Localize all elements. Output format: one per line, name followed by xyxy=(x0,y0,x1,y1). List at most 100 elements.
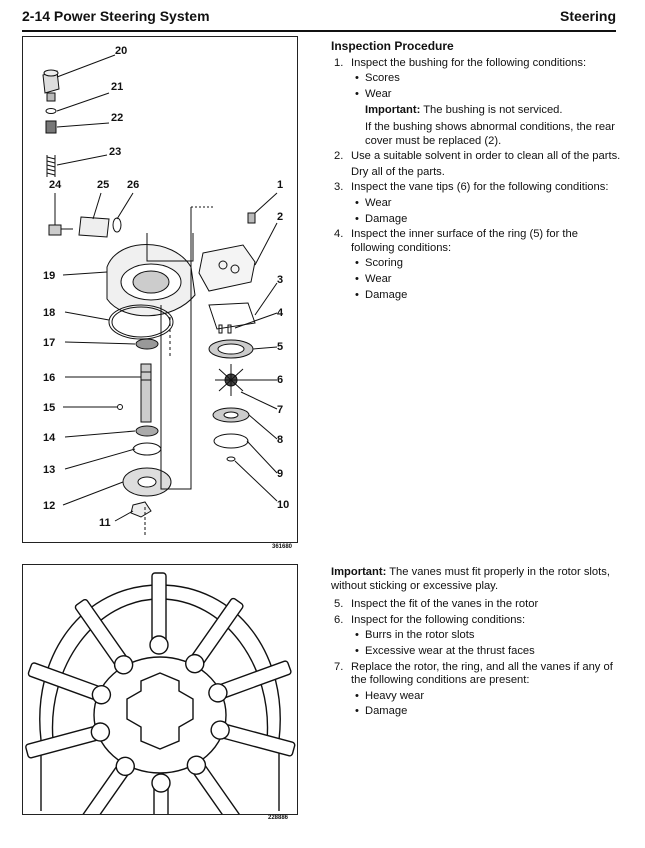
condition-item: •Scoring xyxy=(355,257,403,270)
svg-text:17: 17 xyxy=(43,337,55,349)
callout-label: 19 xyxy=(43,270,55,282)
exploded-view-figure: 20 21 22 23 24 25 26 1 2 19 3 18 4 17 5 … xyxy=(22,36,298,543)
svg-text:11: 11 xyxy=(99,517,111,529)
svg-text:16: 16 xyxy=(43,372,55,384)
svg-text:13: 13 xyxy=(43,464,55,476)
note-text: If the bushing shows abnormal conditions… xyxy=(365,120,615,147)
svg-text:15: 15 xyxy=(43,402,55,414)
step-number: 7. xyxy=(334,660,344,673)
step-number: 3. xyxy=(334,181,344,194)
callout-label: 16 xyxy=(43,372,55,384)
important-text: The bushing is not serviced. xyxy=(420,104,563,117)
important-label: Important: xyxy=(365,104,421,117)
svg-text:7: 7 xyxy=(277,404,283,416)
step-4: 4. Inspect the inner surface of the ring… xyxy=(331,228,621,255)
step-5: 5. Inspect the fit of the vanes in the r… xyxy=(331,598,621,612)
svg-text:12: 12 xyxy=(43,500,55,512)
callout-label: 25 xyxy=(97,179,109,191)
condition-item: •Excessive wear at the thrust faces xyxy=(355,644,535,657)
callout-label: 10 xyxy=(277,499,289,511)
bullet: • xyxy=(355,257,359,270)
bullet: • xyxy=(355,288,359,301)
callout-label: 24 xyxy=(49,179,62,191)
page-header: 2-14 Power Steering System Steering xyxy=(22,8,616,32)
procedure-heading: Inspection Procedure xyxy=(331,39,454,53)
bullet: • xyxy=(355,72,359,85)
step-text: Replace the rotor, the ring, and all the… xyxy=(351,660,613,687)
svg-text:23: 23 xyxy=(109,146,121,158)
important-text: The vanes must fit properly in the rotor… xyxy=(331,566,610,592)
callout-label: 3 xyxy=(277,274,283,286)
bullet: • xyxy=(355,644,359,657)
bullet: • xyxy=(355,196,359,209)
step-text: Inspect the fit of the vanes in the roto… xyxy=(351,598,539,611)
svg-text:5: 5 xyxy=(277,341,283,353)
svg-text:10: 10 xyxy=(277,499,289,511)
svg-text:4: 4 xyxy=(277,307,284,319)
condition-item: •Wear xyxy=(355,272,392,285)
callout-label: 2 xyxy=(277,211,283,223)
step-text: Inspect for the following conditions: xyxy=(351,613,526,626)
inspection-procedure: Inspection Procedure 1. Inspect the bush… xyxy=(331,39,621,302)
svg-text:20: 20 xyxy=(115,45,127,57)
important-label: Important: xyxy=(331,566,387,578)
bullet: • xyxy=(355,272,359,285)
step-number: 6. xyxy=(334,613,344,626)
bullet: • xyxy=(355,212,359,225)
svg-text:8: 8 xyxy=(277,434,283,446)
important-note: Important: The bushing is not serviced. xyxy=(331,104,621,118)
svg-text:26: 26 xyxy=(127,179,139,191)
condition-item: •Heavy wear xyxy=(355,689,425,702)
condition-item: •Scores xyxy=(355,72,400,85)
svg-text:6: 6 xyxy=(277,374,283,386)
note-text: Dry all of the parts. xyxy=(351,165,445,178)
condition-item: •Damage xyxy=(355,212,408,225)
bullet: • xyxy=(355,87,359,100)
svg-text:19: 19 xyxy=(43,270,55,282)
step-number: 1. xyxy=(334,56,344,69)
condition-item: •Damage xyxy=(355,705,408,718)
svg-text:2: 2 xyxy=(277,211,283,223)
figure-id: 361680 xyxy=(272,544,293,550)
callout-label: 9 xyxy=(277,468,283,480)
callout-label: 4 xyxy=(277,307,284,319)
step-2: 2. Use a suitable solvent in order to cl… xyxy=(331,150,621,164)
step-number: 5. xyxy=(334,598,344,611)
figure-id: 228886 xyxy=(268,815,289,821)
svg-text:21: 21 xyxy=(111,81,123,93)
step-number: 2. xyxy=(334,150,344,163)
callout-label: 14 xyxy=(43,432,56,444)
rotor-vanes-drawing xyxy=(25,572,296,848)
callout-label: 20 xyxy=(115,45,127,57)
rotor-vanes-figure xyxy=(22,564,298,848)
step-1: 1. Inspect the bushing for the following… xyxy=(331,57,621,71)
svg-text:9: 9 xyxy=(277,468,283,480)
step-3: 3. Inspect the vane tips (6) for the fol… xyxy=(331,181,621,195)
svg-text:14: 14 xyxy=(43,432,56,444)
step-text: Inspect the bushing for the following co… xyxy=(351,56,587,69)
callout-label: 6 xyxy=(277,374,283,386)
callout-label: 22 xyxy=(111,112,123,124)
callout-label: 11 xyxy=(99,517,111,529)
callout-label: 7 xyxy=(277,404,283,416)
chapter-title: Steering xyxy=(559,8,616,24)
callout-label: 21 xyxy=(111,81,123,93)
step-number: 4. xyxy=(334,228,344,241)
callout-label: 13 xyxy=(43,464,55,476)
exploded-view-drawing: 20 21 22 23 24 25 26 1 2 19 3 18 4 17 5 … xyxy=(42,45,289,535)
vane-inspection: Important: The vanes must fit properly i… xyxy=(331,566,621,719)
callout-label: 26 xyxy=(127,179,139,191)
callout-label: 12 xyxy=(43,500,55,512)
step-text: Inspect the vane tips (6) for the follow… xyxy=(351,181,609,194)
bullet: • xyxy=(355,689,359,702)
callout-label: 5 xyxy=(277,341,283,353)
step-text: Inspect the inner surface of the ring (5… xyxy=(351,228,578,254)
svg-text:1: 1 xyxy=(277,179,283,191)
important-note: Important: The vanes must fit properly i… xyxy=(331,566,621,593)
svg-text:24: 24 xyxy=(49,179,62,191)
svg-text:18: 18 xyxy=(43,307,55,319)
callout-label: 23 xyxy=(109,146,121,158)
bullet: • xyxy=(355,629,359,642)
condition-item: •Wear xyxy=(355,87,392,100)
condition-item: •Damage xyxy=(355,288,408,301)
